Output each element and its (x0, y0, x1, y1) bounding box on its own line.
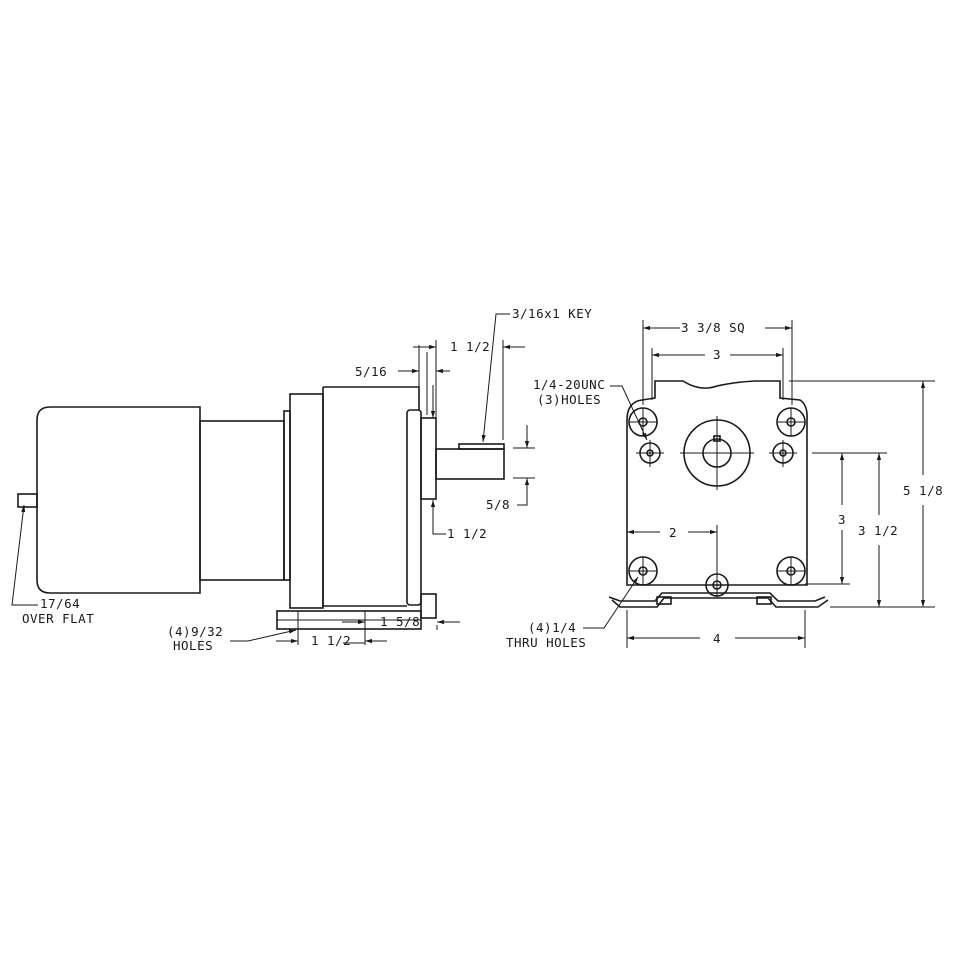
flange (283, 410, 291, 581)
lower-bracket (420, 593, 437, 619)
base-spacing-label: 1 1/2 (311, 633, 351, 648)
front-view: 3 3/8 SQ 3 1/4-20UNC (3)HOLES (4)1/4 THR… (506, 320, 943, 650)
hub-length-label: 5/16 (355, 364, 387, 379)
front-plate (406, 409, 422, 606)
tapped-holes-label-2: (3)HOLES (537, 392, 601, 407)
flat-dim-label: 17/64 (40, 596, 80, 611)
thru-holes-label: (4)1/4 (528, 620, 576, 635)
motor-neck (199, 420, 285, 581)
square-label: 3 3/8 SQ (681, 320, 745, 335)
side-view: 17/64 OVER FLAT (4)9/32 HOLES 1 1/2 1 5/… (11, 306, 592, 653)
top-bolt-spacing-label: 3 (713, 347, 721, 362)
hub-dia-label: 1 1/2 (447, 526, 487, 541)
gearbox-rear (289, 393, 324, 609)
overall-height-label: 5 1/8 (903, 483, 943, 498)
base-width-label: 4 (713, 631, 721, 646)
output-hub (420, 417, 437, 500)
shaft-length-label: 1 1/2 (450, 339, 490, 354)
base-holes-label-2: HOLES (173, 638, 213, 653)
half-width-label: 2 (669, 525, 677, 540)
tapped-holes-label: 1/4-20UNC (533, 377, 605, 392)
shaft-height-holes-label: 3 (838, 512, 846, 527)
key-label: 3/16x1 KEY (512, 306, 592, 321)
shaft-dia-label: 5/8 (486, 497, 510, 512)
gearbox-face (626, 380, 808, 586)
base-to-face-label: 1 5/8 (380, 614, 420, 629)
mounting-base (608, 592, 829, 608)
motor-body (36, 406, 201, 594)
shaft-height-label: 3 1/2 (858, 523, 898, 538)
output-shaft (435, 448, 505, 480)
rear-shaft-stub (17, 493, 38, 508)
thru-holes-label-2: THRU HOLES (506, 635, 586, 650)
shaft-key (458, 443, 505, 450)
flat-dim-label-2: OVER FLAT (22, 611, 94, 626)
gearbox-front (322, 386, 420, 607)
base-holes-label: (4)9/32 (167, 624, 223, 639)
